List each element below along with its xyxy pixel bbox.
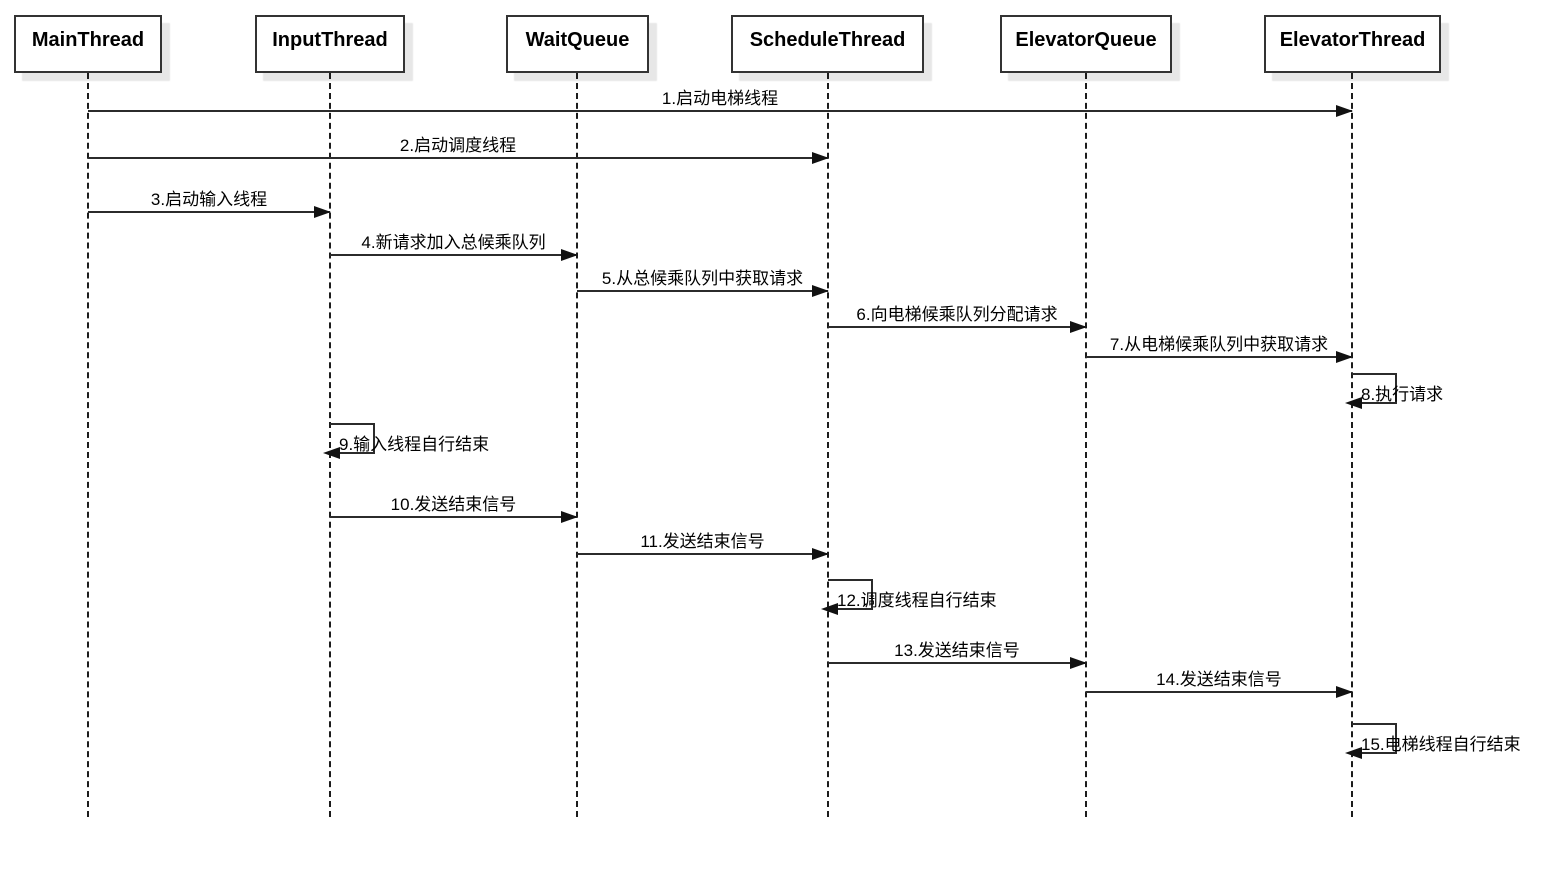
lifeline-elevatorthread xyxy=(1351,73,1353,817)
actor-name-inputthread: InputThread xyxy=(272,28,388,51)
actor-box-schedulethread: ScheduleThread xyxy=(731,15,924,73)
arrowhead-right-icon xyxy=(561,249,578,261)
actor-box-elevatorthread: ElevatorThread xyxy=(1264,15,1441,73)
message-1-label: 1.启动电梯线程 xyxy=(661,89,779,108)
arrowhead-left-icon xyxy=(1345,747,1362,759)
lifeline-mainthread xyxy=(87,73,89,817)
message-13-label: 13.发送结束信号 xyxy=(894,641,1020,660)
lifeline-waitqueue xyxy=(576,73,578,817)
arrowhead-right-icon xyxy=(1336,105,1353,117)
message-8-loop xyxy=(1345,373,1397,409)
message-14-label: 14.发送结束信号 xyxy=(1156,670,1282,689)
actor-box-elevatorqueue: ElevatorQueue xyxy=(1000,15,1172,73)
message-4-line xyxy=(330,249,578,261)
message-14-line xyxy=(1086,686,1353,698)
message-6-line xyxy=(828,321,1087,333)
lifeline-schedulethread xyxy=(827,73,829,817)
arrowhead-right-icon xyxy=(812,548,829,560)
lifeline-inputthread xyxy=(329,73,331,817)
actor-box-mainthread: MainThread xyxy=(14,15,162,73)
message-2-line xyxy=(88,152,829,164)
message-5-line xyxy=(577,285,829,297)
message-10-label: 10.发送结束信号 xyxy=(390,495,517,514)
message-15-label: 15.电梯线程自行结束 xyxy=(1361,735,1521,754)
arrowhead-right-icon xyxy=(1070,321,1087,333)
message-8-label: 8.执行请求 xyxy=(1361,385,1444,404)
arrowhead-right-icon xyxy=(1336,686,1353,698)
arrowhead-right-icon xyxy=(1336,351,1353,363)
message-12-loop xyxy=(821,579,873,615)
actor-box-waitqueue: WaitQueue xyxy=(506,15,649,73)
actor-name-schedulethread: ScheduleThread xyxy=(749,28,906,51)
actor-name-waitqueue: WaitQueue xyxy=(525,28,630,51)
message-15: 15.电梯线程自行结束 xyxy=(1345,723,1521,759)
message-11-label: 11.发送结束信号 xyxy=(640,532,765,551)
actor-name-elevatorqueue: ElevatorQueue xyxy=(1015,28,1157,51)
message-4-label: 4.新请求加入总候乘队列 xyxy=(361,233,546,252)
message-5-label: 5.从总候乘队列中获取请求 xyxy=(601,269,804,288)
message-9: 9.输入线程自行结束 xyxy=(323,423,489,459)
actor-name-elevatorthread: ElevatorThread xyxy=(1279,28,1426,51)
message-1-line xyxy=(88,105,1353,117)
arrowhead-left-icon xyxy=(323,447,340,459)
message-2-label: 2.启动调度线程 xyxy=(399,136,517,155)
message-11-line xyxy=(577,548,829,560)
message-3-label: 3.启动输入线程 xyxy=(150,190,268,209)
arrowhead-left-icon xyxy=(821,603,838,615)
actor-name-mainthread: MainThread xyxy=(31,28,145,51)
message-15-loop xyxy=(1345,723,1397,759)
lifeline-elevatorqueue xyxy=(1085,73,1087,817)
actor-box-inputthread: InputThread xyxy=(255,15,405,73)
arrowhead-right-icon xyxy=(314,206,331,218)
message-9-loop xyxy=(323,423,375,459)
message-12-label: 12.调度线程自行结束 xyxy=(837,591,997,610)
arrowhead-right-icon xyxy=(1070,657,1087,669)
message-10-line xyxy=(330,511,578,523)
message-13-line xyxy=(828,657,1087,669)
message-12: 12.调度线程自行结束 xyxy=(821,579,997,615)
message-7-label: 7.从电梯候乘队列中获取请求 xyxy=(1109,335,1329,354)
message-9-label: 9.输入线程自行结束 xyxy=(339,435,490,454)
arrowhead-right-icon xyxy=(812,152,829,164)
arrowhead-left-icon xyxy=(1345,397,1362,409)
message-7-line xyxy=(1086,351,1353,363)
message-8: 8.执行请求 xyxy=(1345,373,1443,409)
message-3-line xyxy=(88,206,331,218)
arrowhead-right-icon xyxy=(561,511,578,523)
arrowhead-right-icon xyxy=(812,285,829,297)
message-6-label: 6.向电梯候乘队列分配请求 xyxy=(856,305,1058,324)
